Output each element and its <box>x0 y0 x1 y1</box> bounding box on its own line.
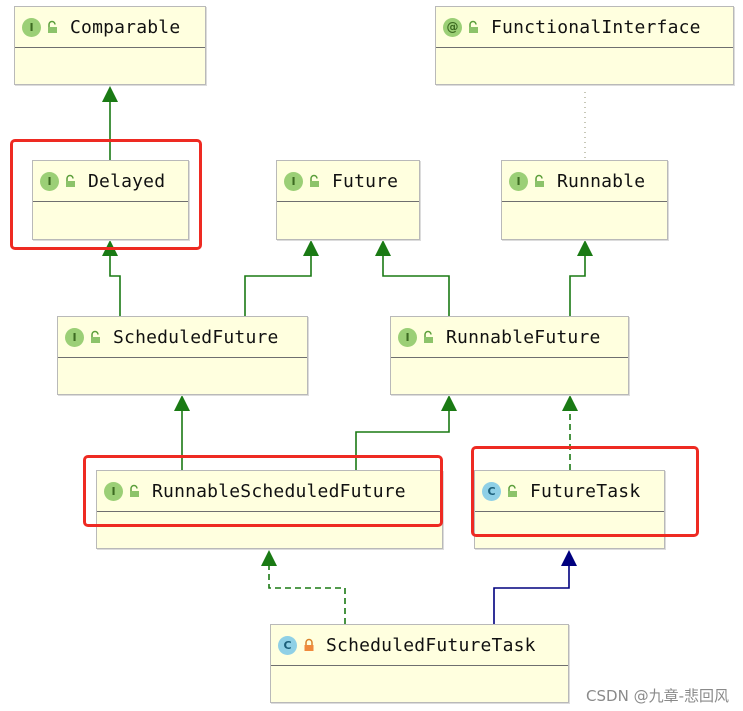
interface-icon: I <box>40 171 59 191</box>
node-scheduled-future-task[interactable]: C ScheduledFutureTask <box>270 624 569 703</box>
unlocked-icon <box>130 484 139 497</box>
unlocked-icon <box>310 174 319 187</box>
node-runnable-future-name: RunnableFuture <box>446 326 601 348</box>
arrowhead-runnable-future-right <box>562 395 578 411</box>
highlight-delayed <box>10 139 202 250</box>
node-scheduled-future[interactable]: I ScheduledFuture <box>57 316 308 395</box>
arrowhead-future-left <box>303 240 319 256</box>
node-comparable-name: Comparable <box>70 16 181 38</box>
interface-icon: I <box>22 17 41 37</box>
node-delayed-name: Delayed <box>88 170 166 192</box>
annotation-icon: @ <box>443 17 462 37</box>
class-icon: C <box>482 481 501 501</box>
interface-icon: I <box>65 327 84 347</box>
edge-sft-rsf <box>268 566 346 624</box>
node-scheduled-future-task-header: C ScheduledFutureTask <box>271 625 568 666</box>
node-functional-interface[interactable]: @ FunctionalInterface <box>435 6 734 85</box>
node-scheduled-future-task-name: ScheduledFutureTask <box>326 634 536 656</box>
watermark: CSDN @九章-悲回风 <box>586 687 729 705</box>
arrowhead-comparable <box>102 86 118 102</box>
node-comparable[interactable]: I Comparable <box>14 6 206 85</box>
node-runnable-header: I Runnable <box>502 161 667 202</box>
node-future-task-name: FutureTask <box>530 480 641 502</box>
arrowhead-scheduled-future <box>174 395 190 411</box>
node-runnable-scheduled-future-header: I RunnableScheduledFuture <box>97 471 442 512</box>
node-comparable-header: I Comparable <box>15 7 205 48</box>
unlocked-icon <box>508 484 517 497</box>
highlight-runnable-scheduled-future <box>83 455 443 527</box>
unlocked-icon <box>535 174 544 187</box>
node-runnable-future-header: I RunnableFuture <box>391 317 628 358</box>
node-future-task-header: C FutureTask <box>475 471 664 512</box>
arrowhead-runnable-future-left <box>441 395 457 411</box>
arrowhead-future-right <box>375 240 391 256</box>
unlocked-icon <box>424 330 433 343</box>
locked-icon <box>304 638 314 651</box>
edge-scheduled-future-delayed <box>109 256 121 316</box>
node-runnable[interactable]: I Runnable <box>501 160 668 240</box>
interface-icon: I <box>284 171 303 191</box>
highlight-future-task <box>471 446 699 537</box>
edge-runnable-future-runnable <box>569 256 586 316</box>
class-icon: C <box>278 635 297 655</box>
node-scheduled-future-header: I ScheduledFuture <box>58 317 307 358</box>
node-functional-interface-name: FunctionalInterface <box>491 16 701 38</box>
node-delayed-header: I Delayed <box>33 161 188 202</box>
node-runnable-scheduled-future-name: RunnableScheduledFuture <box>152 480 406 502</box>
edge-runnable-future-future <box>382 256 450 316</box>
node-runnable-name: Runnable <box>557 170 646 192</box>
edge-sft-future-task <box>493 566 570 624</box>
arrowhead-rsf <box>261 550 277 566</box>
node-runnable-future[interactable]: I RunnableFuture <box>390 316 629 395</box>
edge-scheduled-future-future <box>244 256 312 316</box>
unlocked-icon <box>48 20 57 33</box>
arrowhead-future-task <box>561 550 577 566</box>
node-delayed[interactable]: I Delayed <box>32 160 189 240</box>
arrowhead-runnable <box>577 240 593 256</box>
node-future[interactable]: I Future <box>276 160 420 240</box>
unlocked-icon <box>469 20 478 33</box>
interface-icon: I <box>509 171 528 191</box>
interface-icon: I <box>398 327 417 347</box>
node-functional-interface-header: @ FunctionalInterface <box>436 7 733 48</box>
unlocked-icon <box>91 330 100 343</box>
node-runnable-scheduled-future[interactable]: I RunnableScheduledFuture <box>96 470 443 549</box>
node-future-header: I Future <box>277 161 419 202</box>
interface-icon: I <box>104 481 123 501</box>
unlocked-icon <box>66 174 75 187</box>
node-scheduled-future-name: ScheduledFuture <box>113 326 279 348</box>
edge-rsf-runnable-future <box>355 411 450 470</box>
node-future-name: Future <box>332 170 399 192</box>
